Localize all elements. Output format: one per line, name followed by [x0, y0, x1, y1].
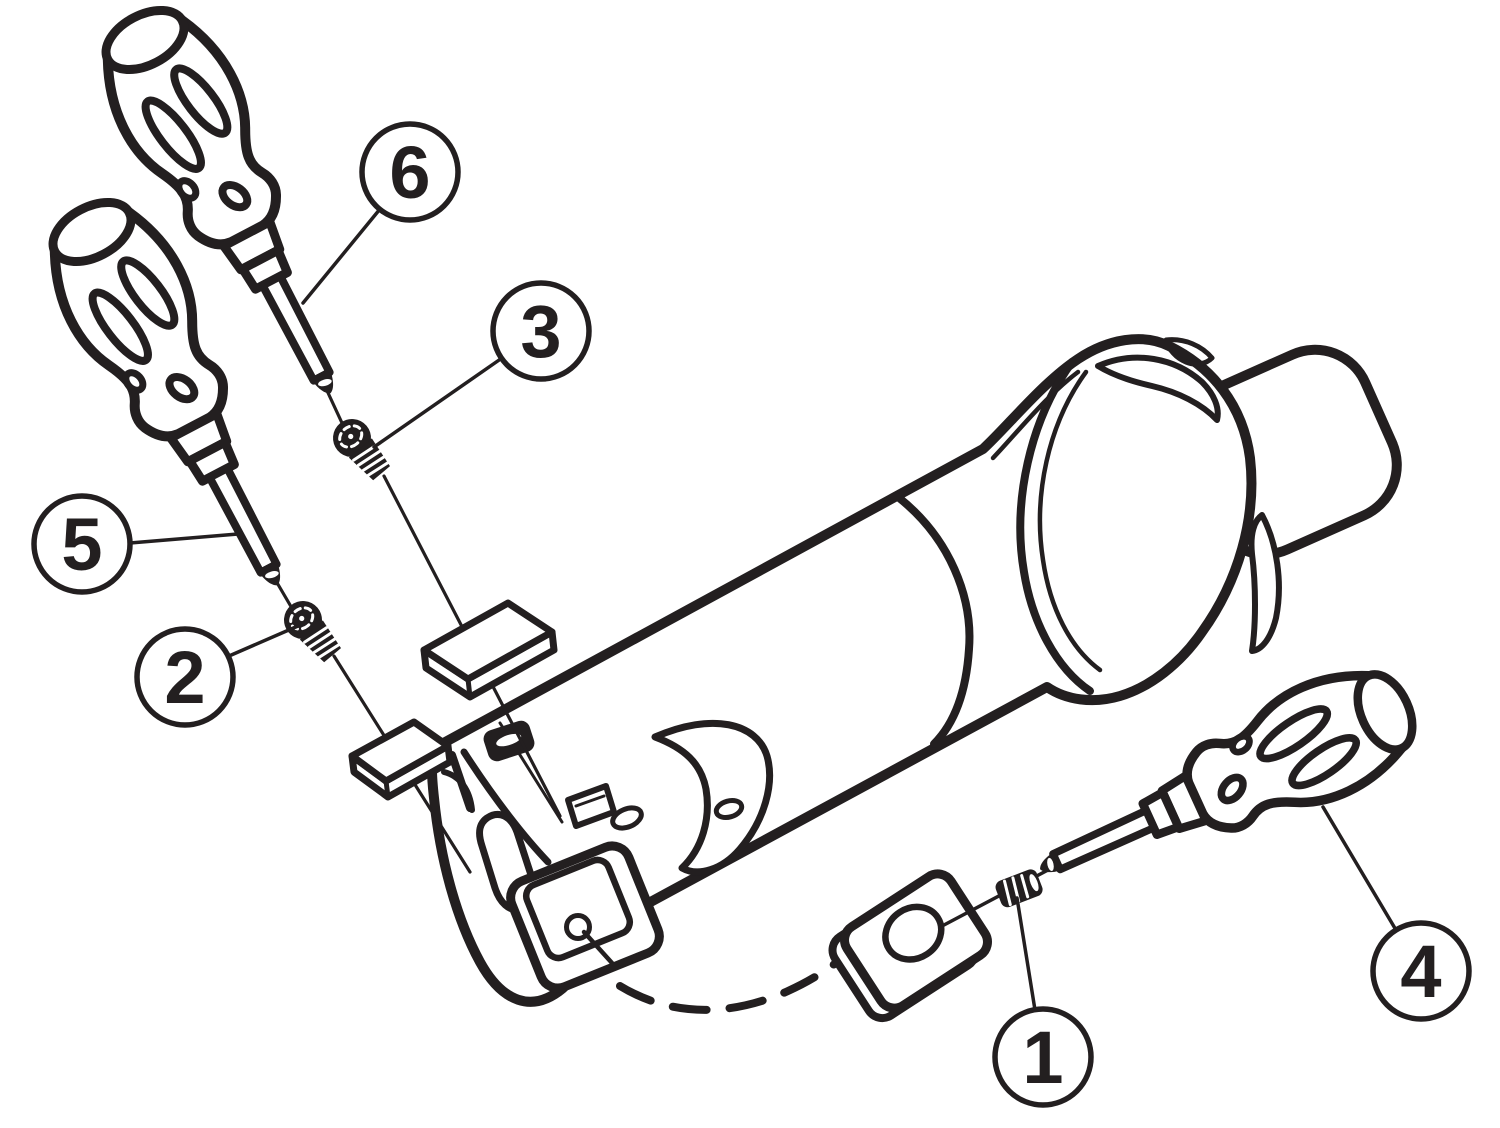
set-screw — [995, 869, 1043, 908]
callout-4-label: 4 — [1400, 930, 1441, 1013]
flange-face-arc-outer — [1016, 358, 1094, 695]
chip-gash-leaf — [651, 719, 774, 876]
tool-body — [426, 334, 1402, 1007]
callout-3: 3 — [490, 280, 592, 382]
top-pocket-insert — [483, 720, 535, 762]
callout-3-label: 3 — [520, 290, 561, 373]
callout-1: 1 — [992, 1006, 1094, 1108]
edge-tooth-arc — [441, 769, 475, 813]
milling-head — [441, 719, 774, 993]
body-junction-arc — [894, 493, 974, 748]
callout-4: 4 — [1370, 920, 1472, 1022]
flange-face-arc-inner — [1037, 369, 1103, 673]
insert-screw-upper — [323, 409, 398, 487]
pocket-seat-line — [574, 794, 606, 808]
callout-leader-lines — [128, 207, 1398, 1012]
mounted-insert-pin — [581, 929, 615, 966]
shim-lower — [348, 718, 454, 801]
callout-5-label: 5 — [61, 503, 102, 586]
shim-upper — [420, 599, 558, 701]
flange-shoulder-line — [990, 369, 1081, 461]
face-screw-hole — [713, 798, 745, 820]
callout-2: 2 — [134, 626, 236, 728]
mounted-insert — [522, 856, 634, 962]
pocket-screw-hole — [610, 805, 644, 831]
tool-body-silhouette — [426, 334, 1257, 1007]
callout-6: 6 — [359, 121, 461, 223]
callout-6-label: 6 — [389, 131, 430, 214]
callout-1-label: 1 — [1022, 1016, 1063, 1099]
callout-2-label: 2 — [164, 636, 205, 719]
cartridge — [828, 869, 992, 1023]
flange-slot-right — [1248, 512, 1282, 654]
callout-5: 5 — [31, 493, 133, 595]
flange-slot-sliver — [1163, 337, 1215, 367]
flange-slot-top — [1095, 354, 1221, 423]
